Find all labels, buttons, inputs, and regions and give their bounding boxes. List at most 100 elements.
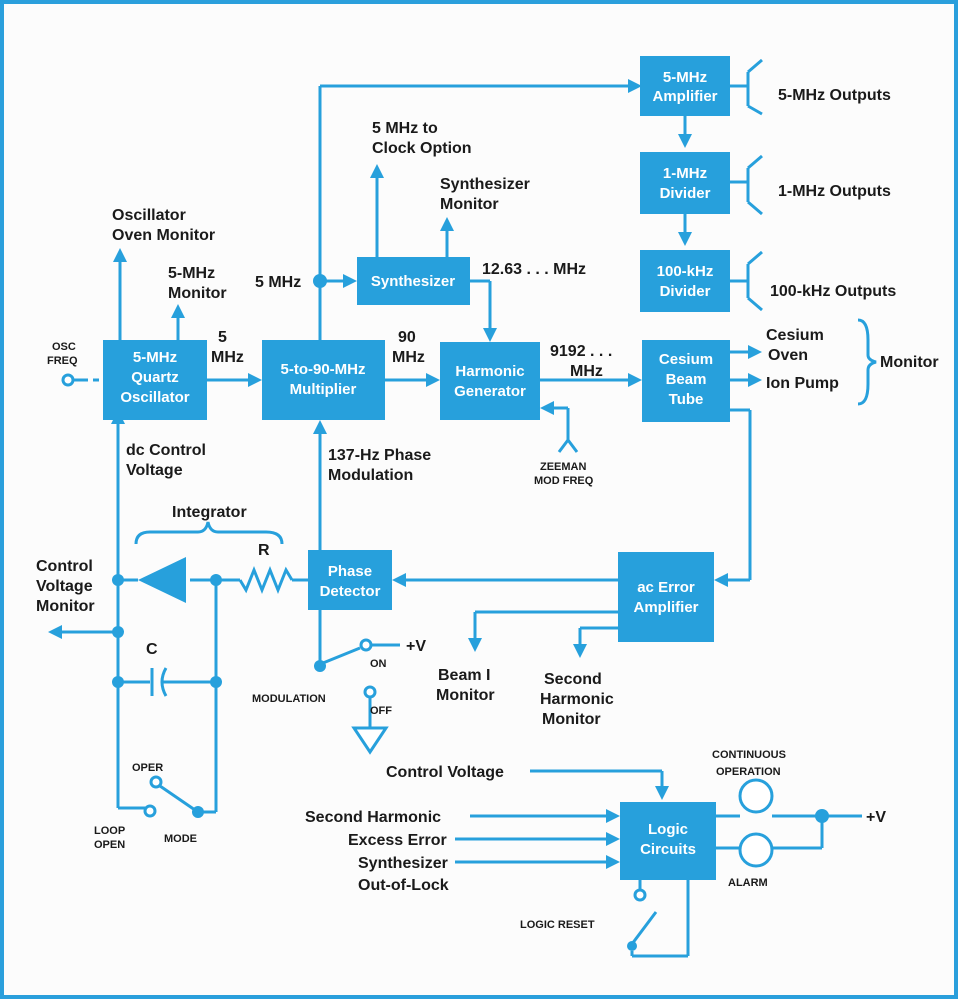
- alarm-label: ALARM: [728, 877, 768, 889]
- integrator-label: Integrator: [172, 504, 247, 521]
- monitor-label: Monitor: [880, 354, 939, 371]
- plusv-label: +V: [406, 638, 426, 655]
- mhz5b-label-1: 5: [218, 329, 227, 346]
- tube-label-1: Cesium: [659, 351, 713, 368]
- synth-label: Synthesizer: [371, 273, 455, 290]
- phase-label-2: Detector: [320, 583, 381, 600]
- oscmon-label-2: Oven Monitor: [112, 227, 215, 244]
- signal-lines: [48, 58, 877, 958]
- beami-label-2: Monitor: [436, 687, 495, 704]
- amp5-label-2: Amplifier: [652, 88, 717, 105]
- contop-label-1: CONTINUOUS: [712, 749, 786, 761]
- oscfreq-label-2: FREQ: [47, 355, 78, 367]
- div1-label-2: Divider: [660, 185, 711, 202]
- div100-label-2: Divider: [660, 283, 711, 300]
- div100-label-1: 100-kHz: [657, 263, 714, 280]
- mhz90-label-1: 90: [398, 329, 416, 346]
- mode-label: MODE: [164, 833, 197, 845]
- amp5-label-1: 5-MHz: [663, 69, 707, 86]
- zeeman-label-1: ZEEMAN: [540, 461, 587, 473]
- tube-label-2: Beam: [666, 371, 707, 388]
- mhz5a-label: 5 MHz: [255, 274, 301, 291]
- plusv2-label: +V: [866, 809, 886, 826]
- modulation-label: MODULATION: [252, 693, 326, 705]
- div1-label-1: 1-MHz: [663, 165, 707, 182]
- zeeman-label-2: MOD FREQ: [534, 475, 594, 487]
- logicreset-label: LOGIC RESET: [520, 919, 595, 931]
- mon5-label-1: 5-MHz: [168, 265, 215, 282]
- out1-label: 1-MHz Outputs: [778, 183, 891, 200]
- dccontrol-label-1: dc Control: [126, 442, 206, 459]
- loopopen-label-1: LOOP: [94, 825, 125, 837]
- phase-detector-block: Phase Detector: [308, 550, 392, 610]
- divider-1mhz-block: 1-MHz Divider: [640, 152, 730, 214]
- logicin2-label: Excess Error: [348, 832, 447, 849]
- clock-label-2: Clock Option: [372, 140, 472, 157]
- ac-error-amplifier-block: ac Error Amplifier: [618, 552, 714, 642]
- logicin3-label-1: Synthesizer: [358, 855, 448, 872]
- osc-freq-terminal: [61, 373, 75, 387]
- mhz90-label-2: MHz: [392, 349, 425, 366]
- out5-label: 5-MHz Outputs: [778, 87, 891, 104]
- cvmon-label-2: Voltage: [36, 578, 93, 595]
- mult-label-2: Multiplier: [290, 381, 357, 398]
- harmonic-generator-block: Harmonic Generator: [440, 342, 540, 420]
- mon5-label-2: Monitor: [168, 285, 227, 302]
- synthmon-label-2: Monitor: [440, 196, 499, 213]
- mhz9192-label-2: MHz: [570, 363, 603, 380]
- synthesizer-block: Synthesizer: [357, 257, 470, 305]
- logic-label-2: Circuits: [640, 841, 696, 858]
- synthmon-label-1: Synthesizer: [440, 176, 530, 193]
- oscfreq-label-1: OSC: [52, 341, 76, 353]
- labels: 5-MHz Outputs 1-MHz Outputs 100-kHz Outp…: [36, 87, 939, 931]
- secondharm-label-3: Monitor: [542, 711, 601, 728]
- secondharm-label-2: Harmonic: [540, 691, 614, 708]
- quartz-oscillator-block: 5-MHz Quartz Oscillator: [103, 340, 207, 420]
- continuous-lamp: [738, 778, 774, 814]
- mhz5b-label-2: MHz: [211, 349, 244, 366]
- logicin3-label-2: Out-of-Lock: [358, 877, 449, 894]
- secondharm-label-1: Second: [544, 671, 602, 688]
- tube-label-3: Tube: [669, 391, 704, 408]
- cvmon-label-1: Control: [36, 558, 93, 575]
- harm-label-1: Harmonic: [455, 363, 524, 380]
- harm-label-2: Generator: [454, 383, 526, 400]
- osc-label-3: Oscillator: [120, 389, 189, 406]
- resistor-label: R: [258, 542, 270, 559]
- mhz9192-label-1: 9192 . . .: [550, 343, 612, 360]
- off-label: OFF: [370, 705, 392, 717]
- capacitor-label: C: [146, 641, 158, 658]
- controlvoltage-label: Control Voltage: [386, 764, 504, 781]
- osc-label-1: 5-MHz: [133, 349, 177, 366]
- multiplier-block: 5-to-90-MHz Multiplier: [262, 340, 385, 420]
- ionpump-label: Ion Pump: [766, 375, 839, 392]
- mhz1263-label: 12.63 . . . MHz: [482, 261, 586, 278]
- acerr-label-1: ac Error: [637, 579, 695, 596]
- out100-label: 100-kHz Outputs: [770, 283, 896, 300]
- cesium-beam-tube-block: Cesium Beam Tube: [642, 340, 730, 422]
- on-label: ON: [370, 658, 387, 670]
- amplifier-5mhz-block: 5-MHz Amplifier: [640, 56, 730, 116]
- loopopen-label-2: OPEN: [94, 839, 125, 851]
- osc-label-2: Quartz: [131, 369, 179, 386]
- alarm-lamp: [738, 832, 774, 868]
- phasemod-label-2: Modulation: [328, 467, 413, 484]
- oper-label: OPER: [132, 762, 163, 774]
- clock-label-1: 5 MHz to: [372, 120, 438, 137]
- mult-label-1: 5-to-90-MHz: [281, 361, 366, 378]
- phase-label-1: Phase: [328, 563, 372, 580]
- logic-label-1: Logic: [648, 821, 688, 838]
- oscmon-label-1: Oscillator: [112, 207, 186, 224]
- acerr-label-2: Amplifier: [633, 599, 698, 616]
- logic-circuits-block: Logic Circuits: [620, 802, 716, 880]
- phasemod-label-1: 137-Hz Phase: [328, 447, 431, 464]
- beami-label-1: Beam I: [438, 667, 490, 684]
- cesiumoven-label-2: Oven: [768, 347, 808, 364]
- divider-100khz-block: 100-kHz Divider: [640, 250, 730, 312]
- cvmon-label-3: Monitor: [36, 598, 95, 615]
- cesiumoven-label-1: Cesium: [766, 327, 824, 344]
- logicin1-label: Second Harmonic: [305, 809, 441, 826]
- contop-label-2: OPERATION: [716, 766, 781, 778]
